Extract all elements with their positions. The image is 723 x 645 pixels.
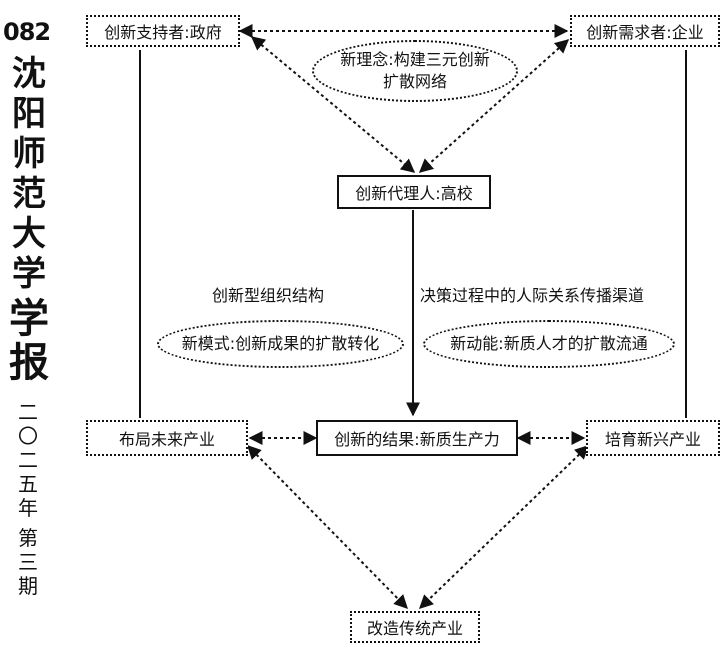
journal-char: 范	[12, 174, 46, 214]
node-new-model: 新模式:创新成果的扩散转化	[157, 320, 404, 368]
node-concept: 新理念:构建三元创新扩散网络	[312, 40, 518, 102]
node-emerging-industry: 培育新兴产业	[586, 420, 720, 456]
node-traditional-industry: 改造传统产业	[350, 611, 480, 643]
issue-char: 期	[18, 574, 38, 598]
year-char: 〇	[18, 424, 38, 448]
node-new-momentum: 新动能:新质人才的扩散流通	[423, 320, 675, 368]
gov-university-arrow	[250, 36, 416, 173]
node-result: 创新的结果:新质生产力	[316, 420, 518, 456]
year-char: 二	[18, 400, 38, 424]
journal-sidebar: 082 沈 阳 师 范 大 学 学 报 二 〇 二 五 年 第 三 期	[0, 0, 62, 645]
journal-char: 大	[12, 214, 46, 254]
label-org-structure: 创新型组织结构	[212, 286, 325, 305]
journal-char: 沈	[12, 54, 46, 94]
issue-char: 第	[18, 526, 38, 550]
issue-char: 三	[18, 550, 38, 574]
label-channel: 决策过程中的人际关系传播渠道	[420, 286, 645, 305]
journal-bold-char: 报	[9, 340, 49, 386]
node-university: 创新代理人:高校	[337, 175, 491, 209]
page-number: 082	[3, 18, 51, 46]
year-char: 二	[18, 448, 38, 472]
journal-char: 阳	[12, 94, 46, 134]
node-enterprise: 创新需求者:企业	[570, 15, 720, 47]
journal-char: 学	[12, 254, 46, 294]
year-char: 五	[18, 472, 38, 496]
emerging-traditional-arrow	[418, 445, 590, 609]
node-government: 创新支持者:政府	[86, 15, 240, 47]
node-future-industry: 布局未来产业	[86, 420, 248, 456]
journal-bold-char: 学	[9, 296, 49, 342]
future-traditional-arrow	[247, 445, 408, 609]
journal-char: 师	[12, 134, 46, 174]
year-char: 年	[18, 496, 38, 520]
